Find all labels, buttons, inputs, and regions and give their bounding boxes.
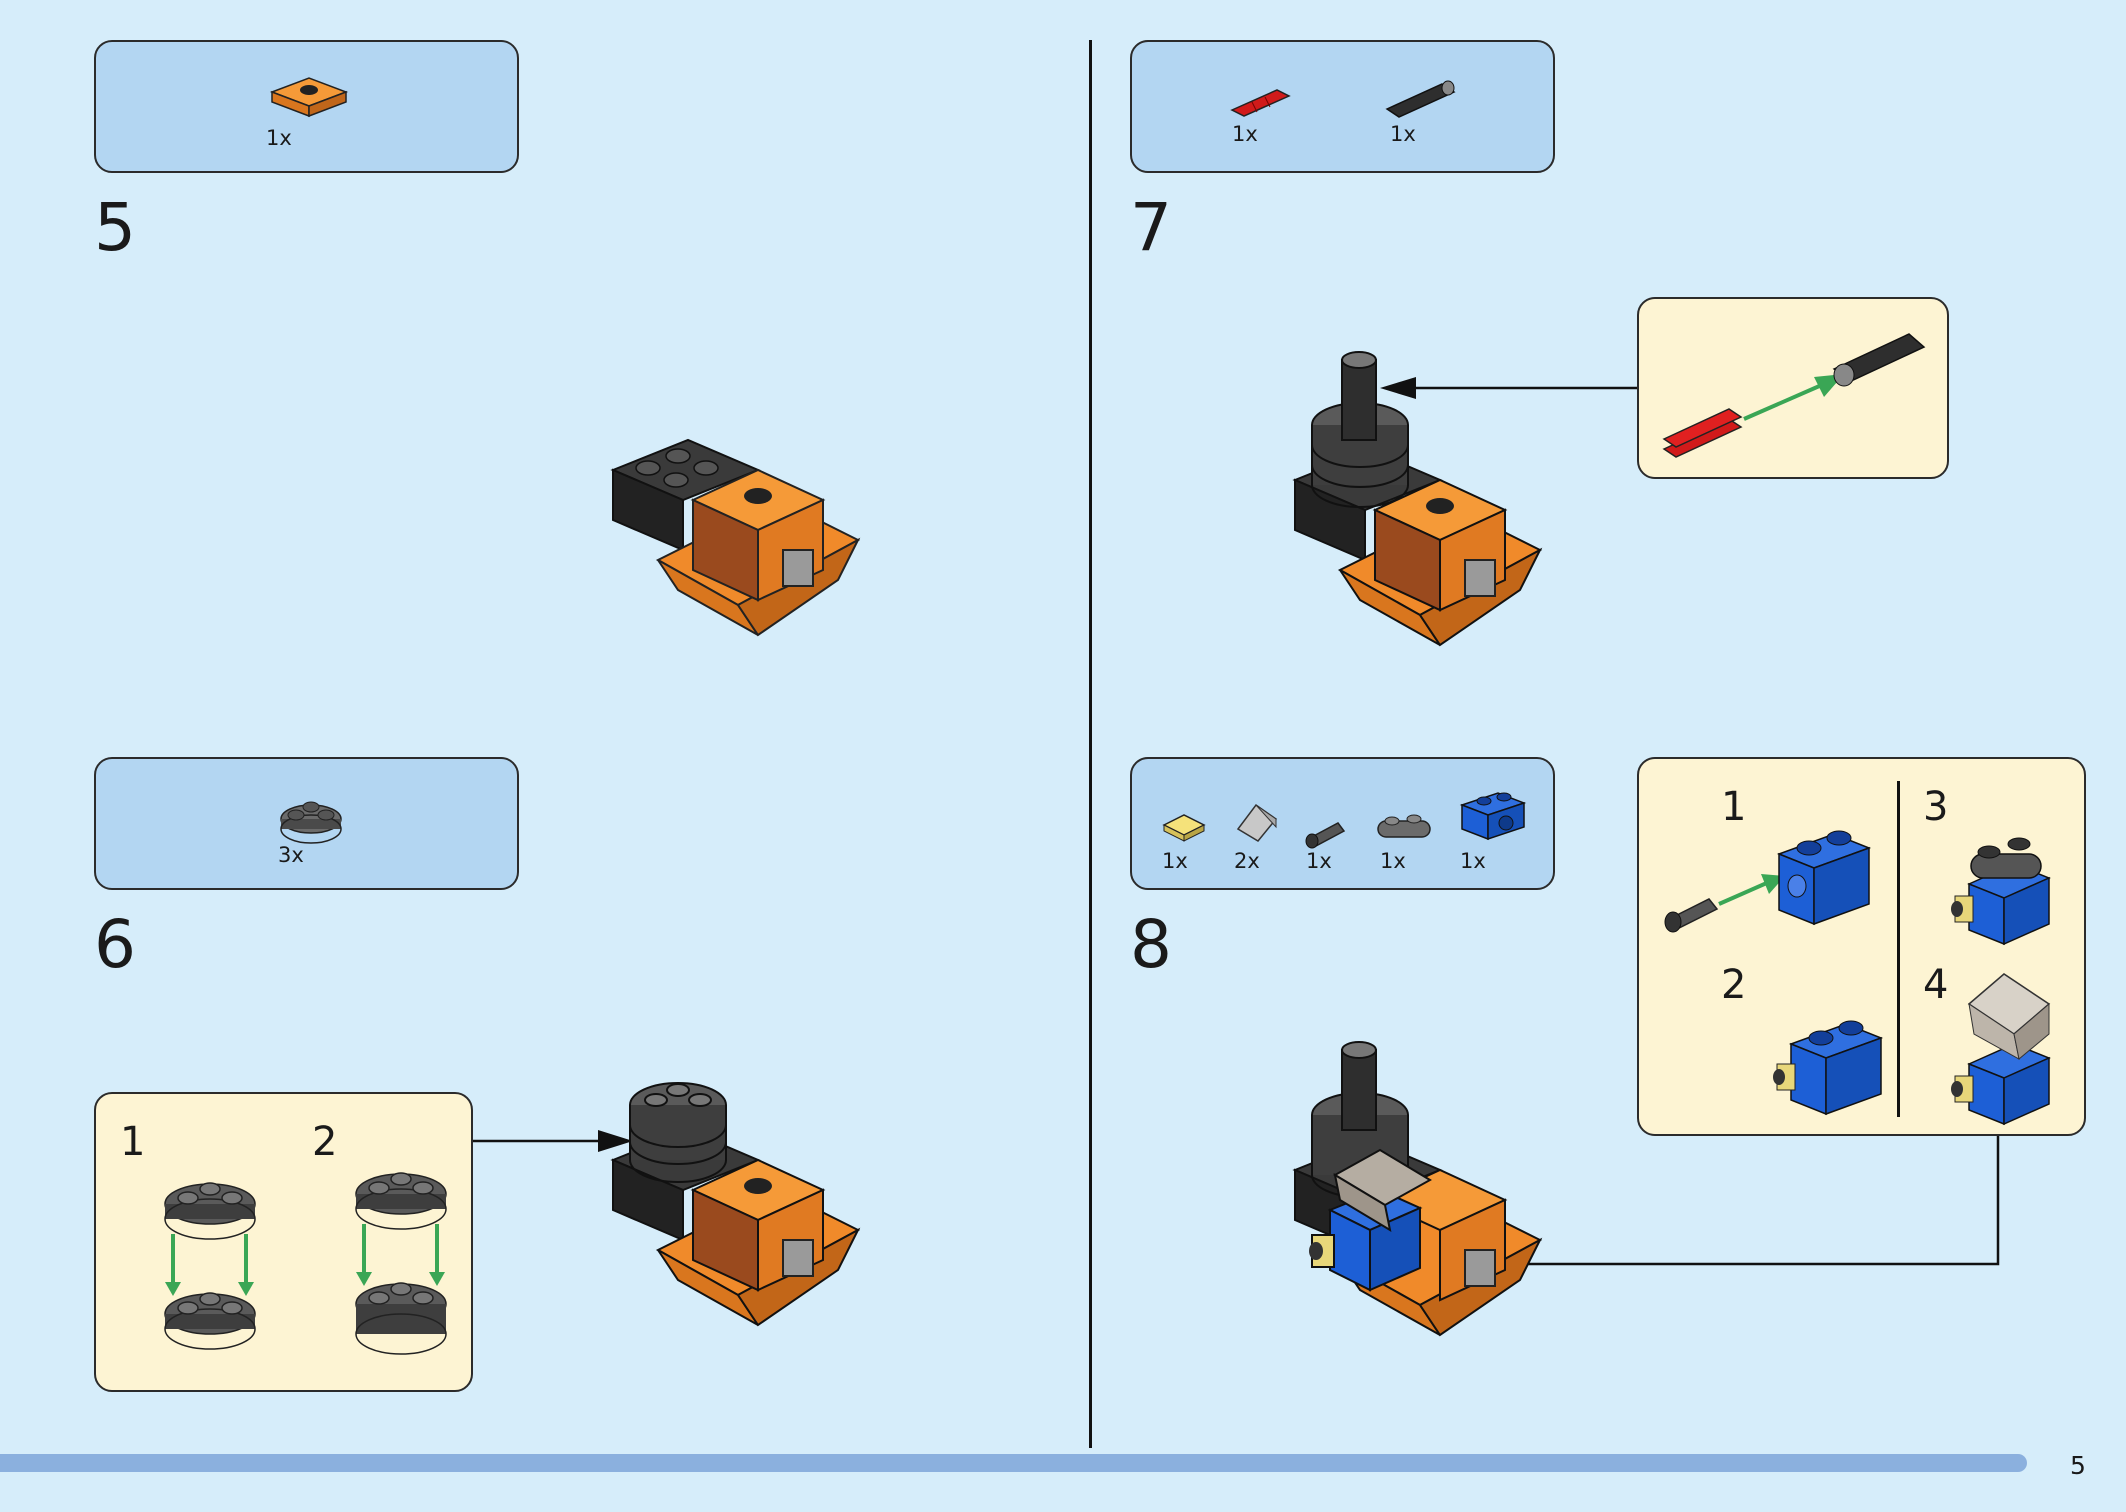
substep-number: 2 xyxy=(1721,962,1747,1008)
step-6-model xyxy=(610,1082,861,1327)
part-qty: 1x xyxy=(1232,122,1258,146)
step-8-callout: 1 2 3 4 xyxy=(1637,757,2086,1136)
transparent-slope-icon xyxy=(1236,803,1278,842)
page-number: 5 xyxy=(2070,1451,2086,1480)
part-qty: 1x xyxy=(1390,122,1416,146)
orange-plate-2x2-icon xyxy=(269,77,349,118)
step-7-parts-box: 1x 1x xyxy=(1130,40,1555,173)
gray-pin-icon xyxy=(1305,822,1346,849)
substep-number: 4 xyxy=(1923,962,1949,1008)
page-divider xyxy=(1089,40,1092,1448)
part-qty: 1x xyxy=(1460,849,1486,873)
substep-number: 3 xyxy=(1923,784,1949,830)
part-qty: 1x xyxy=(1306,849,1332,873)
step-number-8: 8 xyxy=(1130,906,1172,983)
black-axle-icon xyxy=(1385,80,1456,118)
step-7-callout xyxy=(1637,297,1949,479)
step-7-model xyxy=(1292,351,1543,647)
step-number-6: 6 xyxy=(94,906,136,983)
progress-bar xyxy=(0,1454,2027,1472)
red-axle-connector-icon xyxy=(1230,89,1291,117)
step-8-model xyxy=(1292,1041,1543,1337)
step-5-parts-box: 1x xyxy=(94,40,519,173)
step-number-5: 5 xyxy=(94,189,136,266)
substep-4-illustration xyxy=(1951,973,2051,1126)
step-number-7: 7 xyxy=(1130,189,1172,266)
yellow-plate-icon xyxy=(1162,814,1206,842)
substep-2-illustration xyxy=(355,1172,447,1355)
callout-divider xyxy=(1897,781,1900,1117)
step-6-parts-box: 3x xyxy=(94,757,519,890)
step-6-callout: 1 2 xyxy=(94,1092,473,1392)
dark-gray-round-plate-icon xyxy=(280,801,342,844)
callout-arrow xyxy=(473,1130,633,1152)
substep-number: 1 xyxy=(1721,784,1747,830)
substep-number: 2 xyxy=(312,1119,338,1165)
substep-3-illustration xyxy=(1951,837,2051,946)
substep-2-illustration xyxy=(1773,1020,1884,1116)
part-qty: 1x xyxy=(1162,849,1188,873)
gray-plate-1x2-icon xyxy=(1377,814,1431,838)
substep-number: 1 xyxy=(120,1119,146,1165)
part-qty: 3x xyxy=(278,843,304,867)
axle-assembly-illustration xyxy=(1662,333,1926,458)
step-8-parts-box: 1x 2x 1x 1x 1x xyxy=(1130,757,1555,890)
blue-technic-brick-icon xyxy=(1459,792,1527,841)
substep-1-illustration xyxy=(164,1182,256,1350)
part-qty: 1x xyxy=(1380,849,1406,873)
step-5-model xyxy=(610,438,861,637)
part-qty: 2x xyxy=(1234,849,1260,873)
part-qty: 1x xyxy=(266,126,292,150)
substep-1-illustration xyxy=(1664,830,1872,933)
callout-arrow xyxy=(1380,377,1640,399)
